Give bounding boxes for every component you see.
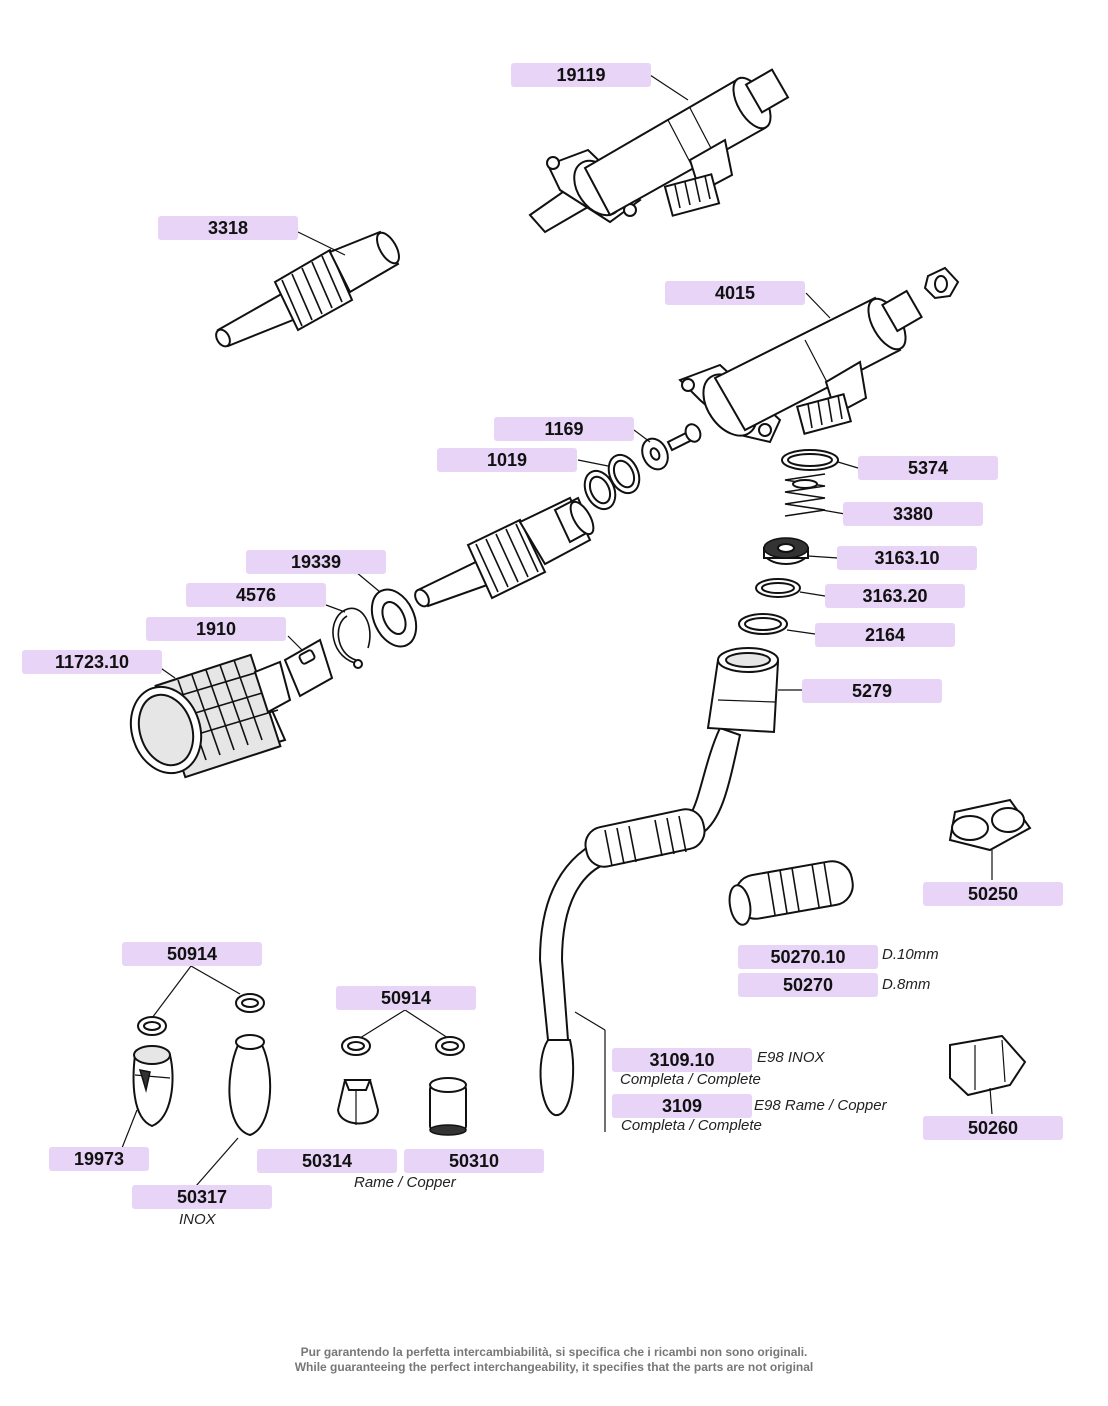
note-complete-2: Completa / Complete bbox=[621, 1117, 762, 1134]
part-label-50314: 50314 bbox=[257, 1149, 397, 1173]
note-inox: INOX bbox=[179, 1211, 216, 1228]
note-complete-1: Completa / Complete bbox=[620, 1071, 761, 1088]
part-label-50270: 50270 bbox=[738, 973, 878, 997]
note-d10mm: D.10mm bbox=[882, 946, 939, 963]
part-label-50914-mid: 50914 bbox=[336, 986, 476, 1010]
washer-1169 bbox=[633, 423, 702, 471]
part-label-19973: 19973 bbox=[49, 1147, 149, 1171]
part-label-50914-left: 50914 bbox=[122, 942, 262, 966]
part-label-50260: 50260 bbox=[923, 1116, 1063, 1140]
disclaimer-italian: Pur garantendo la perfetta intercambiabi… bbox=[300, 1345, 808, 1359]
part-label-3109-10: 3109.10 bbox=[612, 1048, 752, 1072]
right-stack-parts bbox=[738, 449, 859, 635]
part-label-50317: 50317 bbox=[132, 1185, 272, 1209]
washer-19339 bbox=[355, 571, 418, 648]
knob-11723-10 bbox=[129, 653, 292, 779]
part-label-1910: 1910 bbox=[146, 617, 286, 641]
part-label-1019: 1019 bbox=[437, 448, 577, 472]
tips-middle-group bbox=[336, 1009, 467, 1136]
note-e98-copper: E98 Rame / Copper bbox=[754, 1097, 887, 1114]
part-label-3163-20: 3163.20 bbox=[825, 584, 965, 608]
part-label-19339: 19339 bbox=[246, 550, 386, 574]
steam-pipe-3109 bbox=[538, 647, 802, 1132]
part-label-50250: 50250 bbox=[923, 882, 1063, 906]
part-label-4576: 4576 bbox=[186, 583, 326, 607]
clip-1910 bbox=[283, 635, 334, 698]
part-label-2164: 2164 bbox=[815, 623, 955, 647]
sleeve-50270 bbox=[728, 860, 854, 926]
part-label-1169: 1169 bbox=[494, 417, 634, 441]
part-label-3318: 3318 bbox=[158, 216, 298, 240]
part-label-3380: 3380 bbox=[843, 502, 983, 526]
circlip-4576 bbox=[325, 604, 371, 669]
spindle-3318 bbox=[215, 230, 400, 348]
tips-left-group bbox=[121, 965, 272, 1187]
disclaimer-english: While guaranteeing the perfect interchan… bbox=[294, 1360, 814, 1374]
note-rame-copper: Rame / Copper bbox=[354, 1174, 456, 1191]
orings-1019 bbox=[577, 453, 641, 511]
part-label-50310: 50310 bbox=[404, 1149, 544, 1173]
part-label-5279: 5279 bbox=[802, 679, 942, 703]
valve-body-4015 bbox=[678, 266, 960, 444]
part-label-5374: 5374 bbox=[858, 456, 998, 480]
clip-50250 bbox=[948, 798, 1032, 880]
note-d8mm: D.8mm bbox=[882, 976, 931, 993]
part-label-4015: 4015 bbox=[665, 281, 805, 305]
part-label-3109: 3109 bbox=[612, 1094, 752, 1118]
clip-50260 bbox=[949, 1034, 1027, 1115]
part-label-50270-10: 50270.10 bbox=[738, 945, 878, 969]
valve-body-19119 bbox=[528, 68, 790, 234]
central-spindle bbox=[414, 496, 595, 608]
note-e98-inox: E98 INOX bbox=[757, 1049, 825, 1066]
part-label-11723-10: 11723.10 bbox=[22, 650, 162, 674]
part-label-3163-10: 3163.10 bbox=[837, 546, 977, 570]
part-label-19119: 19119 bbox=[511, 63, 651, 87]
